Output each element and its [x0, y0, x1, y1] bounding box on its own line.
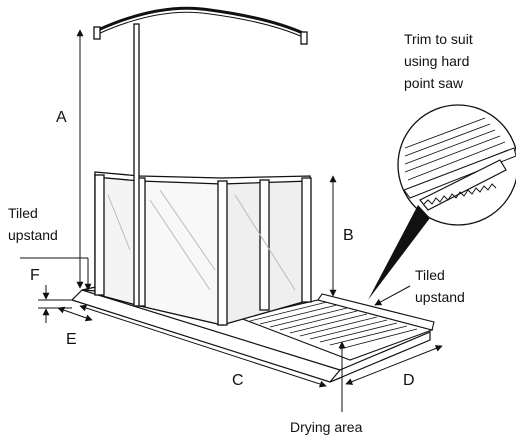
- label-c: C: [232, 372, 244, 389]
- label-e: E: [66, 331, 77, 348]
- trim-note-line-1: Trim to suit: [404, 31, 473, 47]
- glass-panels: [94, 171, 312, 326]
- dimension-c-line: [79, 304, 327, 388]
- label-b: B: [343, 227, 354, 244]
- tiled-upstand-right-line-2: upstand: [415, 289, 465, 305]
- tiled-upstand-left-line-2: upstand: [8, 227, 58, 243]
- tiled-upstand-left-line-1: Tiled: [8, 205, 38, 221]
- label-f: F: [30, 267, 40, 284]
- tiled-upstand-right-line-1: Tiled: [415, 267, 445, 283]
- trim-note-line-2: using hard: [404, 53, 469, 69]
- label-d: D: [403, 372, 415, 389]
- trim-note-line-3: point saw: [404, 75, 464, 91]
- dimension-lines: [20, 29, 443, 412]
- dimension-d-line: [345, 345, 443, 385]
- trim-detail-callout: [368, 104, 516, 300]
- dimension-e-line: [57, 306, 93, 322]
- label-a: A: [56, 109, 67, 126]
- drying-area-label: Drying area: [290, 419, 363, 435]
